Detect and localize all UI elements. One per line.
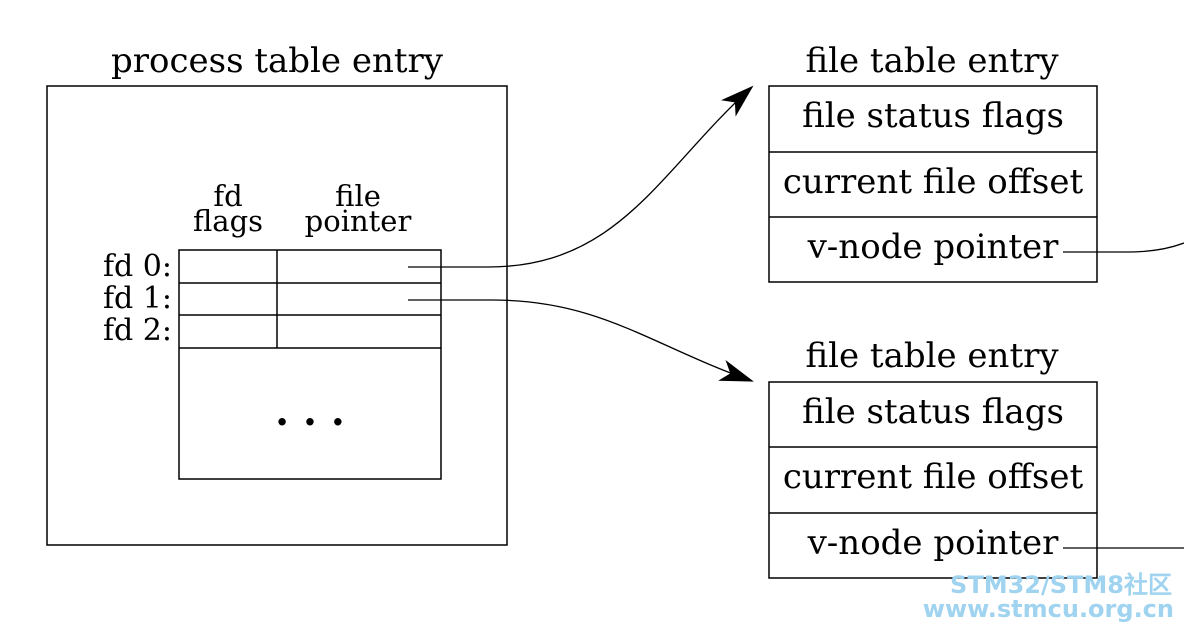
- file-table-2-title: file table entry: [805, 336, 1059, 376]
- ellipsis: . . .: [275, 388, 345, 435]
- fd-2-label: fd 2:: [103, 313, 172, 348]
- fd-1-label: fd 1:: [103, 281, 172, 316]
- file-status-flags-2: file status flags: [802, 392, 1064, 432]
- watermark: STM32/STM8社区 www.stmcu.org.cn: [923, 571, 1174, 623]
- fd-0-label: fd 0:: [103, 249, 172, 284]
- fd1-pointer-arrow: [408, 299, 754, 382]
- current-file-offset-1: current file offset: [783, 162, 1084, 202]
- file-table-entry-1: file table entry file status flags curre…: [768, 41, 1098, 283]
- fd-flags-header-line1: fd: [213, 179, 242, 213]
- file-table-1-box: [768, 85, 1098, 283]
- process-table-box: [46, 85, 508, 546]
- v-node-pointer-1: v-node pointer: [807, 227, 1060, 267]
- current-file-offset-2: current file offset: [783, 457, 1084, 497]
- process-table-entry: process table entry fd flags file pointe…: [46, 41, 508, 546]
- fd-table-box: [178, 249, 442, 480]
- file-pointer-header-line2: pointer: [305, 204, 412, 238]
- file-status-flags-1: file status flags: [802, 96, 1064, 136]
- v-node-pointer-line-1: [1063, 242, 1184, 253]
- watermark-line1: STM32/STM8社区: [950, 571, 1172, 599]
- process-table-title: process table entry: [111, 41, 444, 81]
- file-table-entry-2: file table entry file status flags curre…: [768, 336, 1098, 579]
- fd0-pointer-arrow: [408, 85, 754, 268]
- fd-flags-header-line2: flags: [193, 204, 263, 238]
- file-table-2-box: [768, 381, 1098, 579]
- file-table-1-title: file table entry: [805, 41, 1059, 81]
- v-node-pointer-2: v-node pointer: [807, 523, 1060, 563]
- file-pointer-header-line1: file: [335, 179, 381, 213]
- watermark-line2: www.stmcu.org.cn: [923, 595, 1174, 623]
